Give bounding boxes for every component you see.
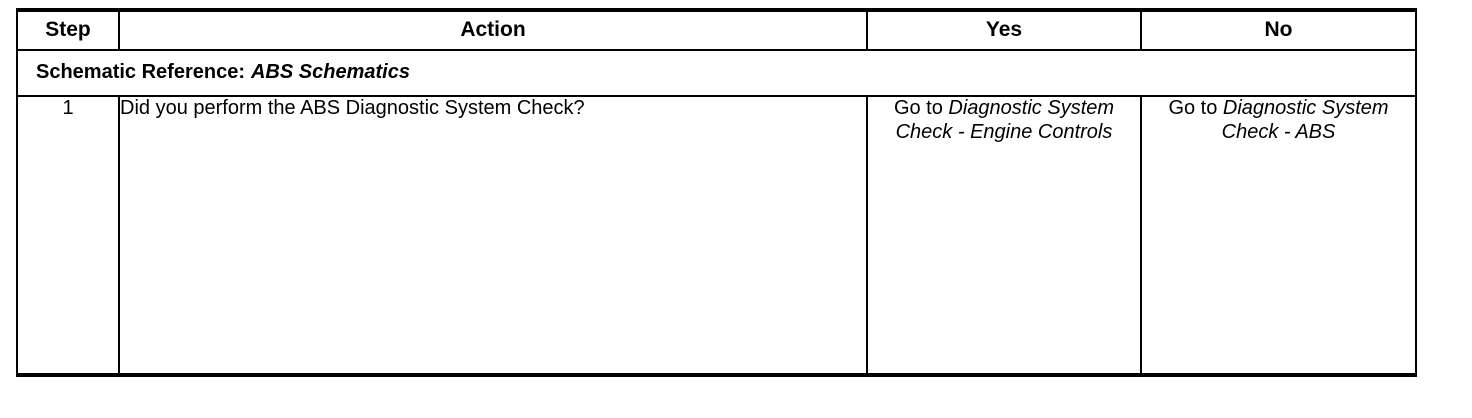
step-number: 1 — [16, 95, 120, 377]
schematic-reference-value[interactable]: ABS Schematics — [250, 61, 410, 84]
schematic-reference-label: Schematic Reference: — [36, 61, 245, 84]
step-no-branch: Go to Diagnostic System Check - ABS — [1140, 95, 1417, 377]
column-header-no: No — [1140, 8, 1417, 51]
column-header-yes: Yes — [866, 8, 1142, 51]
column-header-action: Action — [118, 8, 868, 51]
table-header-row: Step Action Yes No — [16, 8, 1417, 51]
no-branch-lead: Go to — [1168, 97, 1218, 119]
step-action-text: Did you perform the ABS Diagnostic Syste… — [118, 95, 868, 377]
schematic-reference-row: Schematic Reference:ABS Schematics — [16, 49, 1417, 97]
yes-branch-target[interactable]: Diagnostic System Check - Engine Control… — [895, 97, 1115, 143]
schematic-reference-cell: Schematic Reference:ABS Schematics — [16, 49, 1417, 97]
table-row: 1 Did you perform the ABS Diagnostic Sys… — [16, 95, 1417, 377]
diagnostic-table: Step Action Yes No Schematic Reference:A… — [16, 8, 1417, 377]
column-header-step: Step — [16, 8, 120, 51]
no-branch-target[interactable]: Diagnostic System Check - ABS — [1221, 97, 1389, 143]
step-yes-branch: Go to Diagnostic System Check - Engine C… — [866, 95, 1142, 377]
yes-branch-lead: Go to — [893, 97, 943, 119]
